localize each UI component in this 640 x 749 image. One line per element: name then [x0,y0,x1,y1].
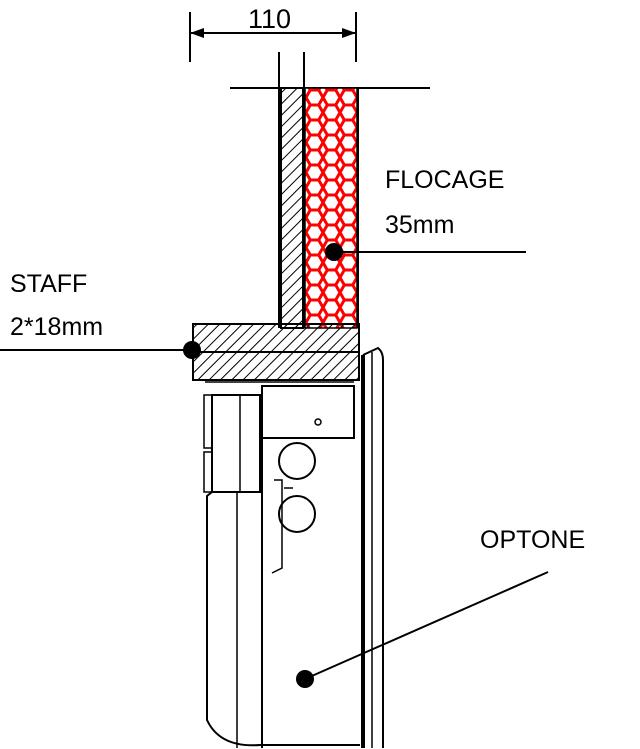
optone-leader-line [304,571,549,680]
flocage-thickness-label: 35mm [385,211,455,239]
optone-left-clip [203,394,213,493]
optone-hole-2 [278,495,316,533]
optone-unit [203,381,360,748]
flocage-label: FLOCAGE [385,166,505,194]
optone-body-outline [206,491,360,747]
optone-side-block [211,394,261,493]
staff-leader-dot [183,341,201,359]
optone-top-bracket [261,385,355,439]
wall-hatched-stud [280,87,304,329]
staff-thickness-label: 2*18mm [10,313,104,341]
dimension-110 [189,12,357,62]
staff-plate-upper [192,323,360,353]
staff-plate-lower [192,351,360,381]
optone-label: OPTONE [480,526,586,554]
optone-screw-dot [314,418,322,426]
optone-hole-1 [278,442,316,480]
optone-profile-outer [362,346,384,748]
staff-label: STAFF [10,270,88,298]
dimension-label: 110 [248,4,292,34]
optone-leader-dot [296,670,314,688]
dimension-arrow-right [342,28,356,38]
flocage-leader-dot [325,243,343,261]
dimension-arrow-left [190,28,204,38]
flocage-layer [304,87,358,329]
optone-rail [271,479,283,574]
